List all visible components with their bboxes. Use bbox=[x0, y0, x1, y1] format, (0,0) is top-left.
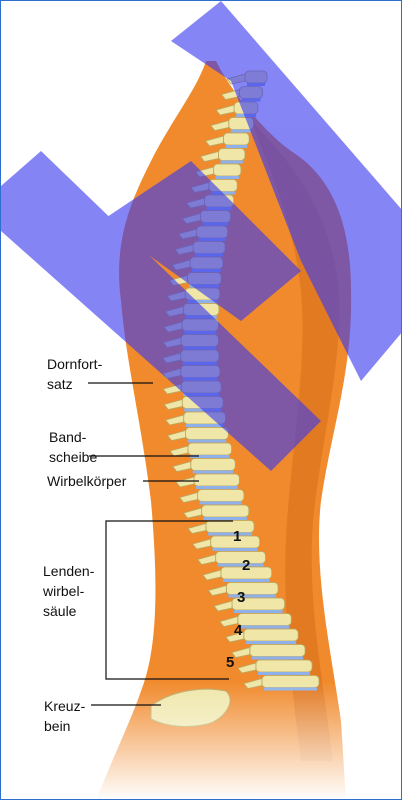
lumbar-number-5: 5 bbox=[226, 654, 234, 671]
label-kreuzbein: Kreuz- bein bbox=[44, 696, 85, 736]
label-bandscheibe: Band- scheibe bbox=[49, 427, 97, 467]
lumbar-number-2: 2 bbox=[242, 557, 250, 574]
label-wirbelkoerper: Wirbelkörper bbox=[47, 471, 126, 491]
lumbar-number-4: 4 bbox=[234, 622, 242, 639]
label-lendenwirbelsaeule: Lenden- wirbel- säule bbox=[43, 561, 94, 621]
lumbar-number-3: 3 bbox=[237, 589, 245, 606]
lumbar-number-1: 1 bbox=[233, 528, 241, 545]
label-dornfortsatz: Dornfort- satz bbox=[47, 354, 102, 394]
